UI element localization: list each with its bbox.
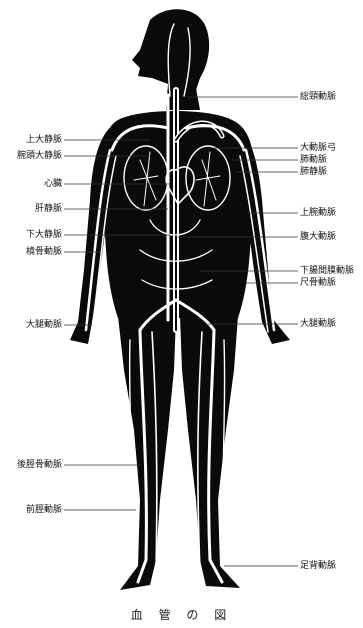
label-ulnar-artery: 尺骨動脈 [300, 278, 336, 288]
label-femoral-artery-left: 大腿動脈 [12, 320, 62, 330]
label-hepatic-vein: 肝静脈 [12, 204, 62, 214]
label-dorsalis-pedis-artery: 足背動脈 [300, 561, 336, 571]
label-inferior-vena-cava: 下大静脈 [12, 230, 62, 240]
label-anterior-tibial-artery: 前脛動脈 [12, 505, 62, 515]
body-silhouette [70, 9, 290, 590]
label-brachiocephalic-vein: 腕頭大静脈 [2, 151, 62, 161]
label-heart: 心臓 [12, 179, 62, 189]
label-radial-artery: 橈骨動脈 [12, 247, 62, 257]
figure-caption: 血 管 の 図 [0, 606, 363, 623]
label-common-carotid-artery: 総頸動脈 [300, 92, 336, 102]
label-brachial-artery: 上腕動脈 [300, 208, 336, 218]
label-superior-vena-cava: 上大静脈 [12, 135, 62, 145]
label-inferior-mesenteric-artery: 下腸間膜動脈 [300, 266, 354, 276]
label-posterior-tibial-artery: 後脛骨動脈 [2, 460, 62, 470]
label-pulmonary-vein: 肺静脈 [300, 167, 327, 177]
label-femoral-artery-right: 大腿動脈 [300, 319, 336, 329]
label-axillary-artery: 肺動脈 [300, 155, 327, 165]
label-abdominal-aorta: 腹大動脈 [300, 232, 336, 242]
label-aortic-arch: 大動脈弓 [300, 143, 336, 153]
